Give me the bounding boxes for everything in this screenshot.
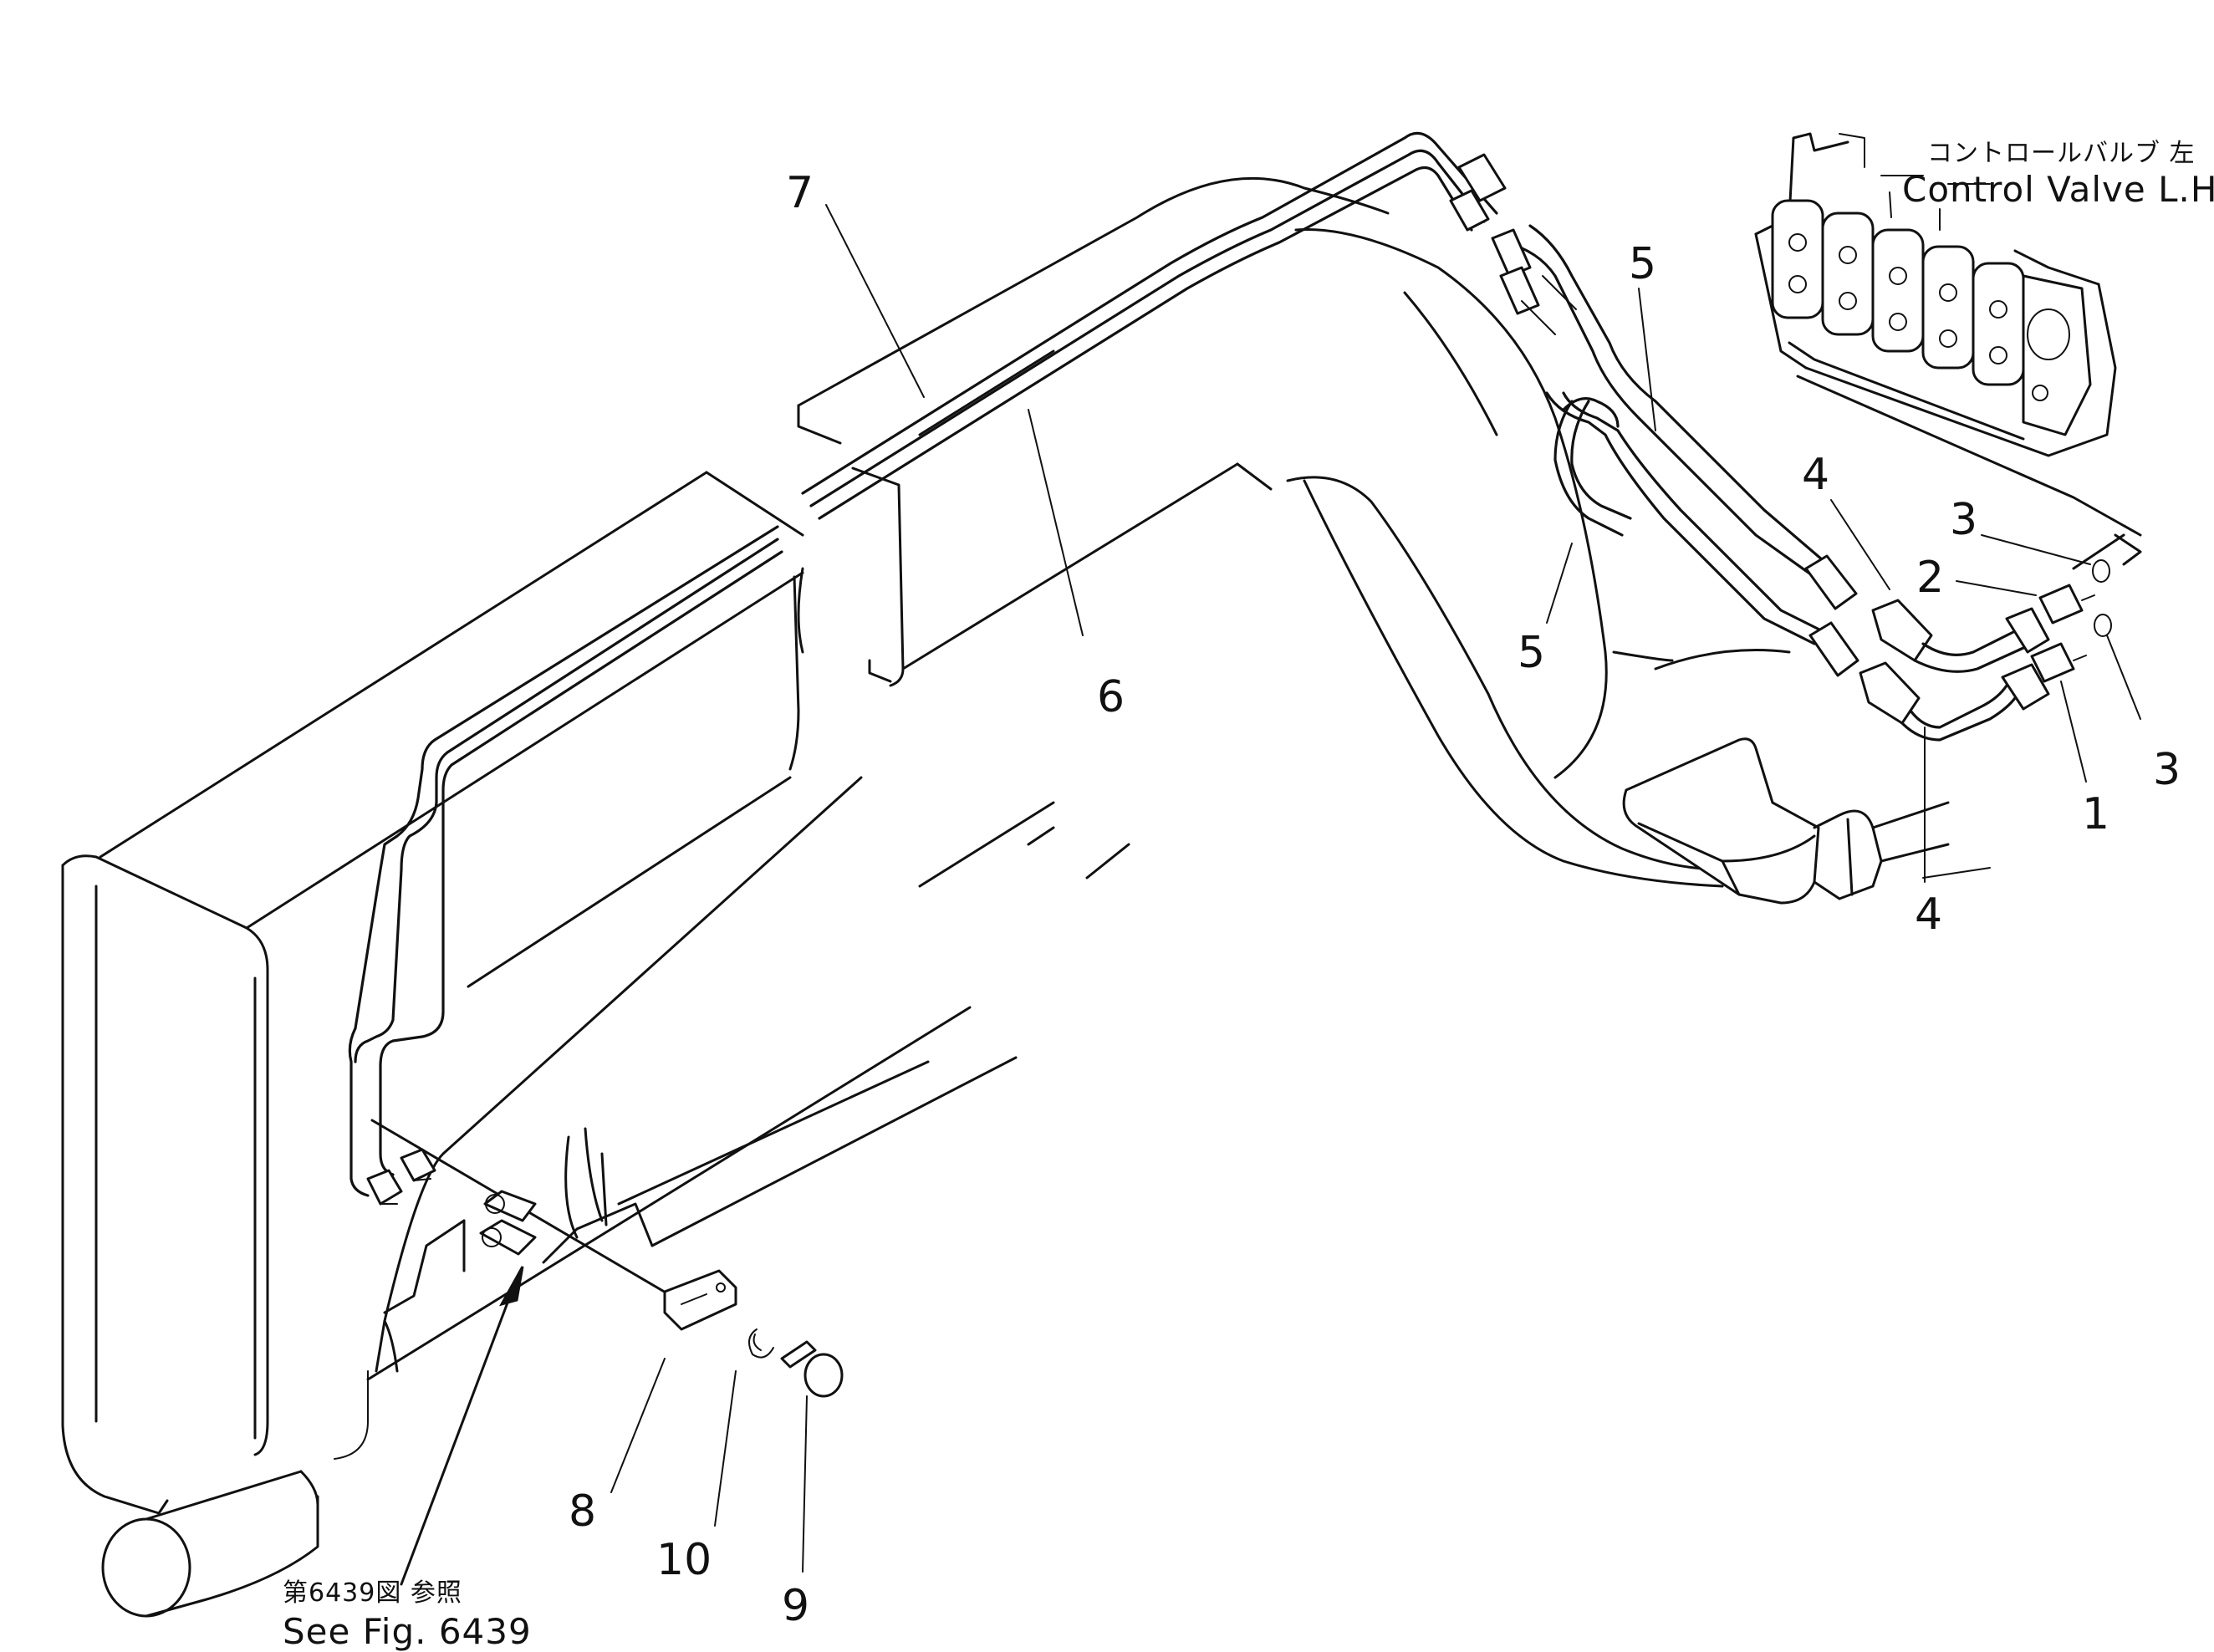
arm-cylinder-bracket bbox=[1622, 737, 1950, 905]
see-fig-label-en: See Fig. 6439 bbox=[283, 1611, 532, 1652]
boom-arm-body bbox=[797, 176, 1791, 888]
control-valve-lh bbox=[1754, 132, 2142, 570]
callout-5-lower: 5 bbox=[1518, 628, 1546, 678]
boom-foot-body bbox=[61, 471, 1018, 1618]
pipe-6-7-upper bbox=[801, 131, 1498, 520]
hose-5-pair bbox=[1449, 153, 1859, 677]
callout-1: 1 bbox=[2082, 789, 2110, 839]
callout-6: 6 bbox=[1097, 672, 1125, 722]
lower-pipe-fittings bbox=[366, 1119, 687, 1306]
callout-3-upper: 3 bbox=[1950, 495, 1978, 545]
callout-4-upper: 4 bbox=[1802, 450, 1830, 500]
callout-4-lower: 4 bbox=[1915, 890, 1943, 940]
callout-8: 8 bbox=[569, 1486, 597, 1537]
callout-10: 10 bbox=[656, 1535, 712, 1585]
control-valve-label-jp: コントロールバルブ 左 bbox=[1927, 139, 2196, 168]
see-fig-label-jp: 第6439図 参照 bbox=[283, 1578, 462, 1608]
leader-lines bbox=[610, 204, 2141, 1573]
callout-7: 7 bbox=[786, 168, 814, 218]
callout-5-upper: 5 bbox=[1629, 239, 1657, 289]
fittings-1-2-3-4 bbox=[1859, 533, 2142, 742]
callout-9: 9 bbox=[782, 1581, 810, 1631]
clamp-washer-bolt bbox=[663, 1269, 844, 1398]
reference-arrow bbox=[400, 1266, 524, 1586]
control-valve-label-en: Control Valve L.H. bbox=[1902, 169, 2214, 210]
callout-3-lower: 3 bbox=[2153, 745, 2181, 795]
callout-2: 2 bbox=[1916, 553, 1945, 603]
pipe-6-7-lower bbox=[348, 525, 783, 1197]
